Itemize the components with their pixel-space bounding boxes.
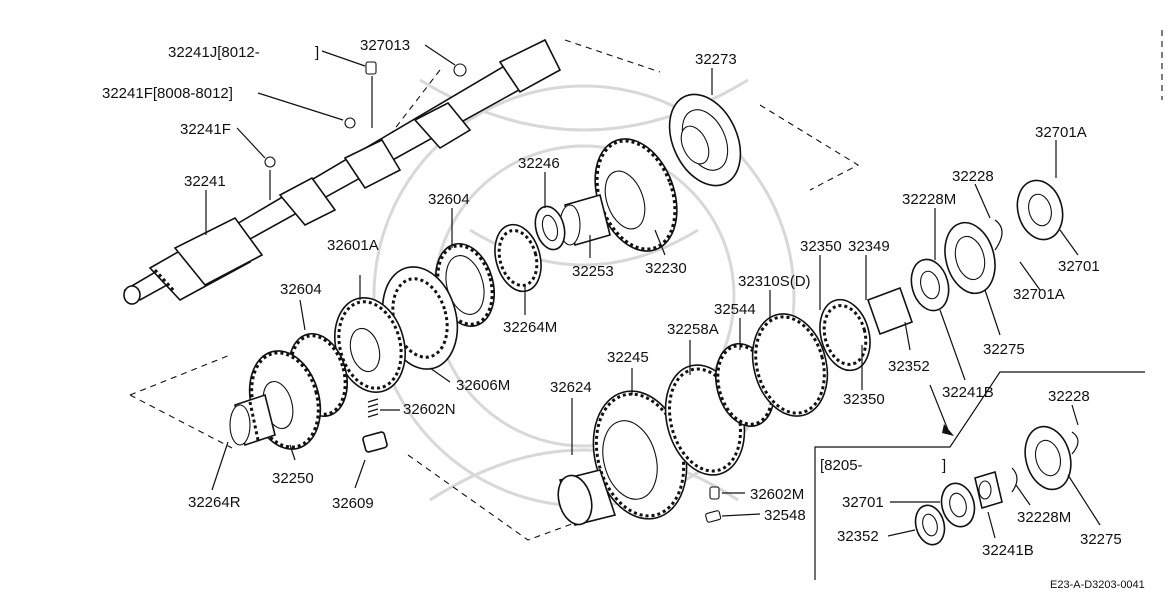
label-327013: 327013 <box>360 37 410 54</box>
label-inset-32275: 32275 <box>1080 531 1122 548</box>
inset-snap-ring-32228 <box>1071 431 1079 455</box>
hub-32601A <box>334 297 406 393</box>
bushing-32349 <box>866 286 914 336</box>
label-32246: 32246 <box>518 155 560 172</box>
label-32310S: 32310S(D) <box>738 273 811 290</box>
label-32253: 32253 <box>572 263 614 280</box>
label-32241F-range: 32241F[8008-8012] <box>102 85 233 102</box>
label-32264R: 32264R <box>188 494 241 511</box>
label-32241: 32241 <box>184 173 226 190</box>
label-32352-mid: 32352 <box>888 358 930 375</box>
label-32602M: 32602M <box>750 486 804 503</box>
label-bracket-close: ] <box>315 44 319 61</box>
inset-collar-32701 <box>940 482 976 528</box>
label-inset-header: [8205- <box>820 457 863 474</box>
label-inset-32701: 32701 <box>842 494 884 511</box>
label-32548: 32548 <box>764 507 806 524</box>
bearing-32273 <box>668 93 742 187</box>
label-32273: 32273 <box>695 51 737 68</box>
needle-bearing-32264R <box>229 393 276 447</box>
label-32245: 32245 <box>607 349 649 366</box>
label-inset-32228M: 32228M <box>1017 509 1071 526</box>
label-32602N: 32602N <box>403 401 456 418</box>
label-32350-top: 32350 <box>800 238 842 255</box>
label-32604-left: 32604 <box>280 281 322 298</box>
spring-32602M <box>709 486 720 500</box>
shaft-32624 <box>557 469 617 526</box>
label-inset-32228: 32228 <box>1048 388 1090 405</box>
label-32606M: 32606M <box>456 377 510 394</box>
label-32228M-top: 32228M <box>902 191 956 208</box>
reference-code: E23-A-D3203-0041 <box>1050 579 1145 591</box>
label-32701-right: 32701 <box>1058 258 1100 275</box>
washer-32246 <box>534 205 566 251</box>
label-32601A: 32601A <box>327 237 379 254</box>
label-32230: 32230 <box>645 260 687 277</box>
main-shaft-32241 <box>123 38 562 305</box>
key-32548 <box>705 510 722 523</box>
inset-snap-ring-32228M <box>1011 467 1018 493</box>
arrow-head-inset <box>942 424 954 436</box>
bearing-32275 <box>944 221 996 295</box>
label-32609: 32609 <box>332 495 374 512</box>
snap-ring-32228 <box>994 219 1003 251</box>
inset-box <box>814 371 1145 580</box>
label-32701A-top: 32701A <box>1035 124 1087 141</box>
label-32241F: 32241F <box>180 121 231 138</box>
label-32258A: 32258A <box>667 321 719 338</box>
label-32349: 32349 <box>848 238 890 255</box>
label-32275-mid: 32275 <box>983 341 1025 358</box>
nut-32241B <box>910 258 950 312</box>
inset-nut-32241B <box>974 470 1003 510</box>
inset-washer-32352 <box>914 504 946 546</box>
label-inset-32352: 32352 <box>837 528 879 545</box>
label-32350-bottom: 32350 <box>843 391 885 408</box>
collar-32701A <box>1016 179 1064 241</box>
bearing-32350 <box>819 298 871 372</box>
leader-lines <box>205 44 1079 517</box>
spring-32602N <box>367 398 379 418</box>
gear-32310S <box>751 313 829 417</box>
label-inset-bracket: ] <box>942 457 946 474</box>
label-32264M: 32264M <box>503 319 557 336</box>
label-32624: 32624 <box>550 379 592 396</box>
label-32241J: 32241J[8012- <box>168 44 260 61</box>
dashed-guide-lines <box>129 30 1163 541</box>
bushing-32253 <box>559 194 611 246</box>
label-inset-32241B: 32241B <box>982 542 1034 559</box>
labels: 32241J[8012- ] 327013 32241F[8008-8012] … <box>102 37 1145 591</box>
label-32228-top: 32228 <box>952 168 994 185</box>
label-32241B-mid: 32241B <box>942 384 994 401</box>
needle-bearing-32264M <box>494 223 542 293</box>
inset-bearing-32275 <box>1024 425 1072 491</box>
label-32604-top: 32604 <box>428 191 470 208</box>
key-32609 <box>362 431 388 453</box>
label-32544: 32544 <box>714 301 756 318</box>
label-32701A-mid: 32701A <box>1013 286 1065 303</box>
label-32250: 32250 <box>272 470 314 487</box>
small-pins <box>264 61 467 200</box>
